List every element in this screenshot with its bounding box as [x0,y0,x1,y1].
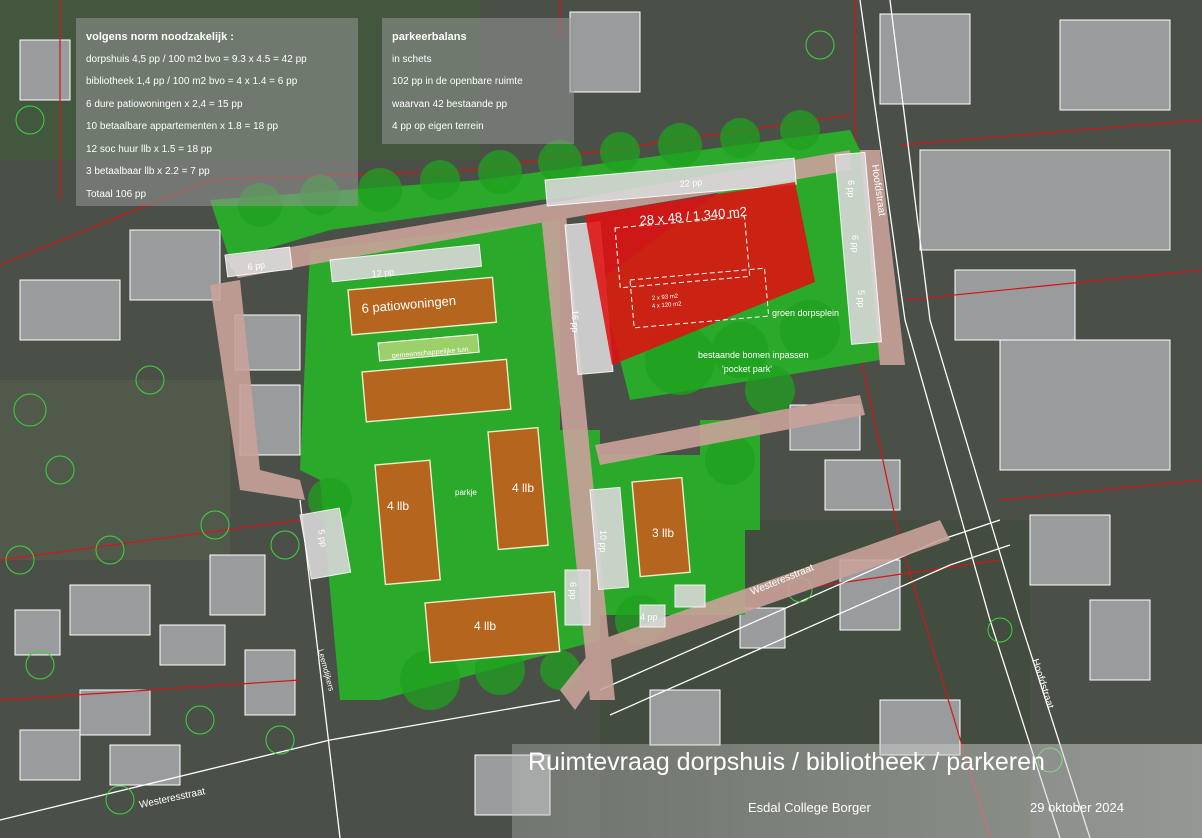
red-zone-dorpshuis [585,182,815,365]
parking-balance-title: parkeerbalans [392,31,467,43]
label-parking-22: 22 pp [679,177,702,189]
label-parking-12: 12 pp [371,267,394,279]
label-parking-6-left: 6 pp [247,260,266,272]
title-band [512,744,1202,838]
label-existing-trees: bestaande bomen inpassen [698,350,809,360]
label-parking-6-right-b: 6 pp [850,235,860,253]
label-building-detail-2: 4 x 120 m2 [652,301,683,310]
existing-tree-rings [5,30,1063,815]
label-block-4llb-bottom: 4 llb [474,619,496,633]
label-parking-6-right-a: 6 pp [846,180,856,198]
norm-line: 12 soc huur llb x 1.5 = 18 pp [86,143,212,155]
norm-line: 10 betaalbare appartementen x 1.8 = 18 p… [86,121,279,132]
norm-line: 6 dure patiowoningen x 2,4 = 15 pp [86,98,243,110]
label-parking-4: 4 pp [640,612,658,622]
label-parking-10: 10 pp [598,530,608,553]
balance-line: 4 pp op eigen terrein [392,121,484,132]
norm-line: 3 betaalbaar llb x 2.2 = 7 pp [86,166,210,177]
norm-line: Totaal 106 pp [86,188,147,200]
page-title: Ruimtevraag dorpshuis / bibliotheek / pa… [528,748,1045,776]
shared-garden-area [377,333,480,362]
label-block-3llb: 3 llb [652,526,674,540]
label-pocket-park: 'pocket park' [722,364,772,374]
norm-line: dorpshuis 4,5 pp / 100 m2 bvo = 9.3 x 4.… [86,53,307,65]
label-building-detail-1: 2 x 93 m2 [652,294,679,302]
norm-line: bibliotheek 1,4 pp / 100 m2 bvo = 4 x 1.… [86,76,298,87]
label-parking-16: 16 pp [570,310,580,333]
label-green-square: groen dorpsplein [772,308,839,318]
footer-school: Esdal College Borger [748,800,871,815]
norm-panel-title: volgens norm noodzakelijk : [86,31,234,43]
footer-date: 29 oktober 2024 [1030,800,1124,815]
balance-line: in schets [392,53,432,65]
label-parking-6-bottom: 6 pp [568,582,578,600]
label-parking-5: 5 pp [316,529,329,548]
housing-blocks [347,276,691,664]
label-parkje: parkje [455,488,477,497]
parking-balance-panel: parkeerbalans in schets 102 pp in de ope… [382,18,574,144]
label-block-4llb-mid: 4 llb [512,481,534,495]
balance-line: 102 pp in de openbare ruimte [392,76,523,87]
balance-line: waarvan 42 bestaande pp [392,98,508,110]
building-outline-dashed [614,216,770,329]
norm-panel: volgens norm noodzakelijk : dorpshuis 4,… [76,18,358,206]
label-block-4llb-left: 4 llb [387,499,409,513]
label-parking-5-right: 5 pp [856,290,866,308]
